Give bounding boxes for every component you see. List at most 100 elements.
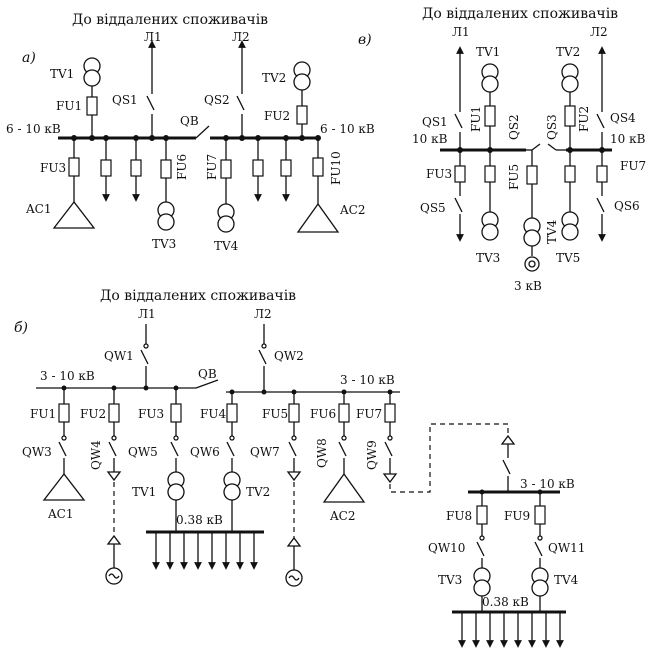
panel-a-fu3-fuse xyxy=(68,157,80,177)
panel-v-letter: в) xyxy=(358,32,372,48)
panel-a-qs1-label: QS1 xyxy=(112,93,138,107)
panel-a-fu1-fuse xyxy=(86,96,98,116)
panel-b-fu1-fuse xyxy=(58,403,70,423)
panel-a-tv1-label: TV1 xyxy=(50,67,74,81)
panel-v-tv5-label: TV5 xyxy=(556,251,580,265)
panel-b-qw9-switch xyxy=(384,441,393,457)
panel-b-qb-switch xyxy=(195,379,219,389)
panel-b-qw3-label: QW3 xyxy=(22,445,52,459)
panel-b-fu4-label: FU4 xyxy=(200,407,226,421)
panel-b: До віддалених споживачів б) Л1 Л2 3 - 10… xyxy=(14,288,585,648)
panel-b-fu6-fuse xyxy=(338,403,350,423)
panel-b-letter: б) xyxy=(14,320,28,336)
panel-b-fu5-label: FU5 xyxy=(262,407,288,421)
panel-b-lv-bus-label: 0.38 кВ xyxy=(176,513,223,527)
panel-b-line2-label: Л2 xyxy=(254,307,272,321)
panel-b-qw7-switch xyxy=(288,441,297,457)
panel-b-ac1-label: AC1 xyxy=(47,507,73,521)
panel-a-line2-label: Л2 xyxy=(232,30,250,44)
panel-a-qb-switch xyxy=(195,125,210,139)
panel-v-qs6-switch xyxy=(596,197,605,213)
panel-a-fu7-label: FU7 xyxy=(205,154,219,180)
panel-b-qw4-label: QW4 xyxy=(89,440,103,470)
panel-v-fu1-fuse xyxy=(484,105,496,127)
panel-b-tv3-label: TV3 xyxy=(438,573,462,587)
panel-b-qw5-switch xyxy=(170,441,179,457)
panel-v-tv2-label: TV2 xyxy=(556,45,580,59)
panel-a-tv4-label: TV4 xyxy=(214,239,239,253)
panel-a-fu10-fuse xyxy=(312,157,324,177)
panel-b-fu7-fuse xyxy=(384,403,396,423)
panel-b-line1-label: Л1 xyxy=(138,307,156,321)
panel-v-gen-voltage: 3 кВ xyxy=(514,279,542,293)
panel-b-fu1-label: FU1 xyxy=(30,407,56,421)
panel-v-qs3-switch xyxy=(547,143,557,151)
panel-b-ac2-capacitor-bank xyxy=(322,472,366,503)
panel-a-bus-left-label: 6 - 10 кВ xyxy=(6,122,61,136)
panel-v-fu5-fuse xyxy=(526,165,538,185)
panel-b-fu2-label: FU2 xyxy=(80,407,106,421)
panel-v-qs5-switch xyxy=(454,197,463,213)
panel-v-title: До віддалених споживачів xyxy=(422,6,618,22)
panel-b-qw10-label: QW10 xyxy=(428,541,465,555)
panel-a-fu7-fuse xyxy=(220,159,232,179)
panel-b-fu9-fuse xyxy=(534,505,546,525)
panel-v-qs4-label: QS4 xyxy=(610,111,636,125)
panel-b-qw8-label: QW8 xyxy=(315,438,329,468)
panel-b-bus-right-label: 3 - 10 кВ xyxy=(340,373,395,387)
panel-v-tv3-label: TV3 xyxy=(476,251,500,265)
panel-b-lv-feeders xyxy=(152,532,258,570)
panel-b-qw7-label: QW7 xyxy=(250,445,280,459)
panel-b-tv4-label: TV4 xyxy=(554,573,579,587)
panel-a-title: До віддалених споживачів xyxy=(72,12,268,28)
panel-v: До віддалених споживачів в) Л1 Л2 10 кВ … xyxy=(358,6,646,293)
panel-v-qs1-label: QS1 xyxy=(422,115,448,129)
panel-a-ac1-capacitor-bank xyxy=(52,200,96,229)
panel-a-fu1-label: FU1 xyxy=(56,99,82,113)
panel-a-ac2-capacitor-bank xyxy=(296,202,340,233)
panel-b-qw11-label: QW11 xyxy=(548,541,585,555)
panel-v-qs6-label: QS6 xyxy=(614,199,640,213)
panel-b-qw10-switch xyxy=(476,541,485,557)
panel-b-qw4-switch xyxy=(108,441,117,457)
panel-b-fu6-label: FU6 xyxy=(310,407,336,421)
panel-b-ac1-capacitor-bank xyxy=(42,472,86,501)
panel-b-qw6-label: QW6 xyxy=(190,445,220,459)
panel-a: До віддалених споживачів а) Л1 Л2 6 - 10… xyxy=(6,12,375,253)
panel-b-fu2-fuse xyxy=(108,403,120,423)
panel-v-fu5-label: FU5 xyxy=(507,164,521,190)
panel-b-remote-bus-label: 3 - 10 кВ xyxy=(520,477,575,491)
panel-a-bus-right-label: 6 - 10 кВ xyxy=(320,122,375,136)
panel-v-generator-icon xyxy=(524,256,540,272)
panel-b-qw1-label: QW1 xyxy=(104,349,134,363)
panel-a-fu3-label: FU3 xyxy=(40,161,66,175)
panel-v-line2-label: Л2 xyxy=(590,25,608,39)
panel-a-qs2-switch xyxy=(236,95,245,111)
panel-v-qs5-label: QS5 xyxy=(420,201,446,215)
panel-v-fu7-label: FU7 xyxy=(620,159,646,173)
panel-b-fu8-label: FU8 xyxy=(446,509,472,523)
panel-b-title: До віддалених споживачів xyxy=(100,288,296,304)
panel-a-fu6-label: FU6 xyxy=(175,154,189,180)
panel-b-remote-link xyxy=(389,423,509,493)
panel-a-line1-label: Л1 xyxy=(144,30,162,44)
panel-v-fu2-label: FU2 xyxy=(577,106,591,132)
panel-v-qs2-label: QS2 xyxy=(507,114,521,140)
panel-v-qs4-switch xyxy=(596,113,605,129)
panel-b-bus-left-label: 3 - 10 кВ xyxy=(40,369,95,383)
panel-b-remote-lv-bus-label: 0.38 кВ xyxy=(482,595,529,609)
panel-b-fu4-fuse xyxy=(226,403,238,423)
panel-a-fu6-fuse xyxy=(160,159,172,179)
panel-b-qw5-label: QW5 xyxy=(128,445,158,459)
panel-v-fu2-fuse xyxy=(564,105,576,127)
panel-a-fu10-label: FU10 xyxy=(329,151,343,185)
panel-v-qs1-switch xyxy=(454,113,463,129)
panel-b-qw11-switch xyxy=(534,541,543,557)
panel-a-fu2-label: FU2 xyxy=(264,109,290,123)
panel-b-fu7-label: FU7 xyxy=(356,407,382,421)
panel-b-fu8-fuse xyxy=(476,505,488,525)
panel-v-tv4-label: TV4 xyxy=(545,219,559,244)
panel-b-qb-label: QB xyxy=(198,367,217,381)
panel-a-fu2-fuse xyxy=(296,105,308,125)
